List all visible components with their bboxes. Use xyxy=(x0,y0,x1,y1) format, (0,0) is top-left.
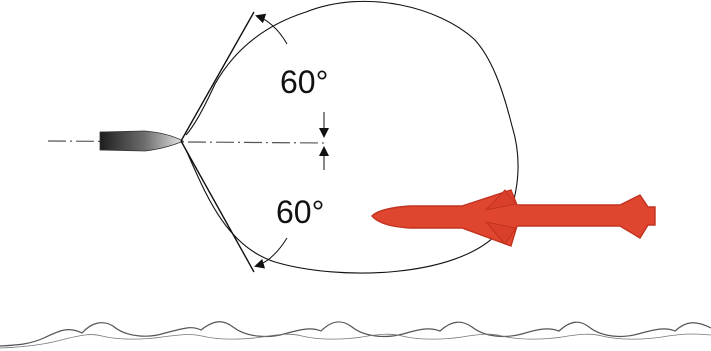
upper-angle-arc xyxy=(255,13,288,45)
red-missile xyxy=(371,189,656,247)
lower-angle-arc xyxy=(254,237,288,269)
lower-angle-label: 60° xyxy=(276,194,324,230)
gray-bullet-projectile xyxy=(99,130,184,152)
trajectory-loop xyxy=(185,0,519,274)
missile-body xyxy=(371,189,656,247)
center-axis-line xyxy=(47,140,329,144)
upper-angle-label: 60° xyxy=(280,64,328,100)
missile-fin-lower xyxy=(484,221,517,245)
missile-fin-upper xyxy=(484,189,517,211)
sea-wave-line xyxy=(0,321,711,347)
lower-boundary-line xyxy=(180,140,255,273)
sea-wave-line-2 xyxy=(0,333,711,349)
upper-boundary-line xyxy=(180,11,255,142)
trajectory-gap xyxy=(507,103,515,117)
